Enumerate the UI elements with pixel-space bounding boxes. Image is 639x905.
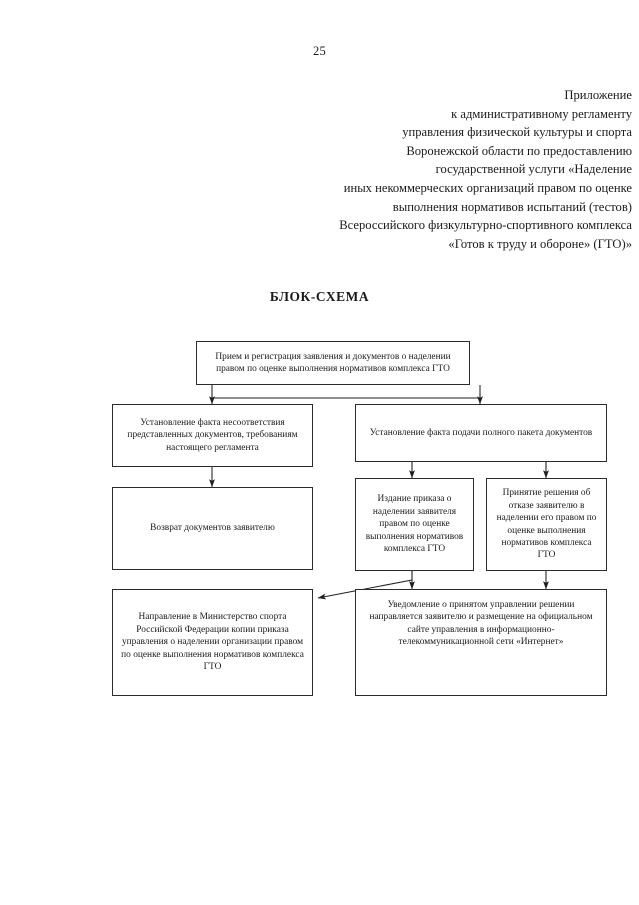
appendix-line-1: Приложение xyxy=(564,88,632,102)
appendix-line-8: Всероссийского физкультурно-спортивного … xyxy=(339,218,632,233)
flow-node-intake-label: Прием и регистрация заявления и документ… xyxy=(215,351,451,374)
appendix-line-6: иных некоммерческих организаций правом п… xyxy=(343,180,632,195)
appendix-line-5: государственной услуги «Наделение xyxy=(435,162,632,177)
flow-node-send-to-ministry-label: Направление в Министерство спорта Россий… xyxy=(121,612,304,673)
page-number: 25 xyxy=(312,44,327,58)
flow-node-noncompliance: Установление факта несоответствия предст… xyxy=(112,404,313,467)
flow-node-issue-order: Издание приказа о наделении заявителя пр… xyxy=(355,478,474,571)
flow-node-issue-order-label: Издание приказа о наделении заявителя пр… xyxy=(365,494,464,555)
flow-node-full-package-label: Установление факта подачи полного пакета… xyxy=(369,427,593,438)
flow-node-noncompliance-label: Установление факта несоответствия предст… xyxy=(127,417,298,453)
appendix-line-3: управления физической культуры и спорта xyxy=(402,125,632,140)
flow-node-refusal-decision-label: Принятие решения об отказе заявителю в н… xyxy=(496,488,597,561)
appendix-header: Приложение к административному регламент… xyxy=(250,86,632,253)
page-title: БЛОК-СХЕМА xyxy=(269,289,370,304)
flow-node-send-to-ministry: Направление в Министерство спорта Россий… xyxy=(112,589,313,696)
appendix-line-7: выполнения нормативов испытаний (тестов) xyxy=(392,199,632,214)
flow-node-notification-label: Уведомление о принятом управлении решени… xyxy=(369,600,593,648)
appendix-line-4: Воронежской области по предоставлению xyxy=(406,143,632,158)
flow-node-notification: Уведомление о принятом управлении решени… xyxy=(355,589,607,696)
flow-node-full-package: Установление факта подачи полного пакета… xyxy=(355,404,607,462)
flow-node-refusal-decision: Принятие решения об отказе заявителю в н… xyxy=(486,478,607,571)
appendix-line-2: к административному регламенту xyxy=(451,106,632,121)
flow-node-return-documents-label: Возврат документов заявителю xyxy=(150,523,275,534)
appendix-line-9: «Готов к труду и обороне» (ГТО)» xyxy=(448,236,632,251)
flow-node-return-documents: Возврат документов заявителю xyxy=(112,487,313,570)
flow-node-intake: Прием и регистрация заявления и документ… xyxy=(196,341,470,385)
